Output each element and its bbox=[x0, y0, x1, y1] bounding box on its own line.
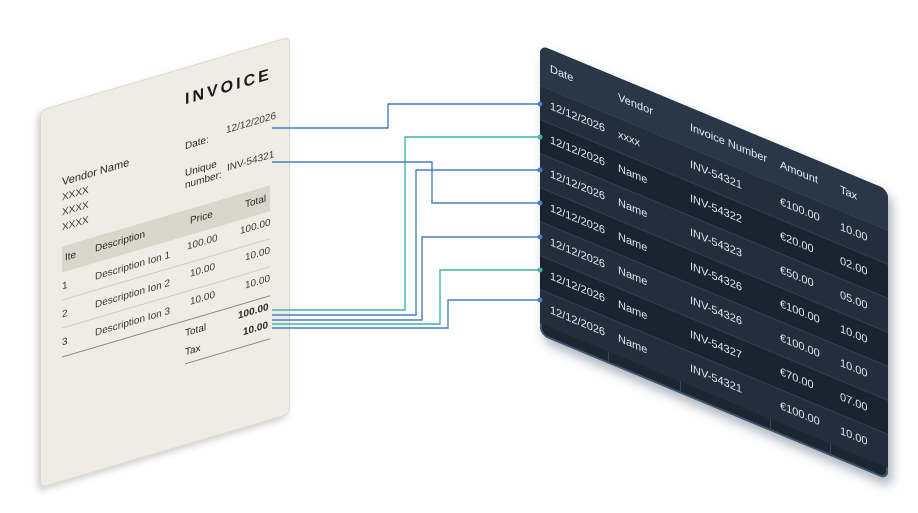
link-tax bbox=[272, 269, 540, 325]
connector-dot bbox=[537, 200, 543, 206]
link-amount bbox=[272, 169, 540, 316]
connector-dot bbox=[537, 234, 543, 240]
connector-dot bbox=[537, 297, 543, 303]
link-vendor bbox=[272, 136, 540, 311]
link-total bbox=[272, 236, 540, 321]
connector-dot bbox=[537, 267, 543, 273]
connector-dot bbox=[537, 167, 543, 173]
connector-dot bbox=[537, 134, 543, 140]
connector-dot bbox=[537, 101, 543, 107]
link-invoice-number bbox=[272, 161, 540, 204]
link-extra bbox=[272, 299, 540, 329]
link-date bbox=[272, 103, 540, 129]
